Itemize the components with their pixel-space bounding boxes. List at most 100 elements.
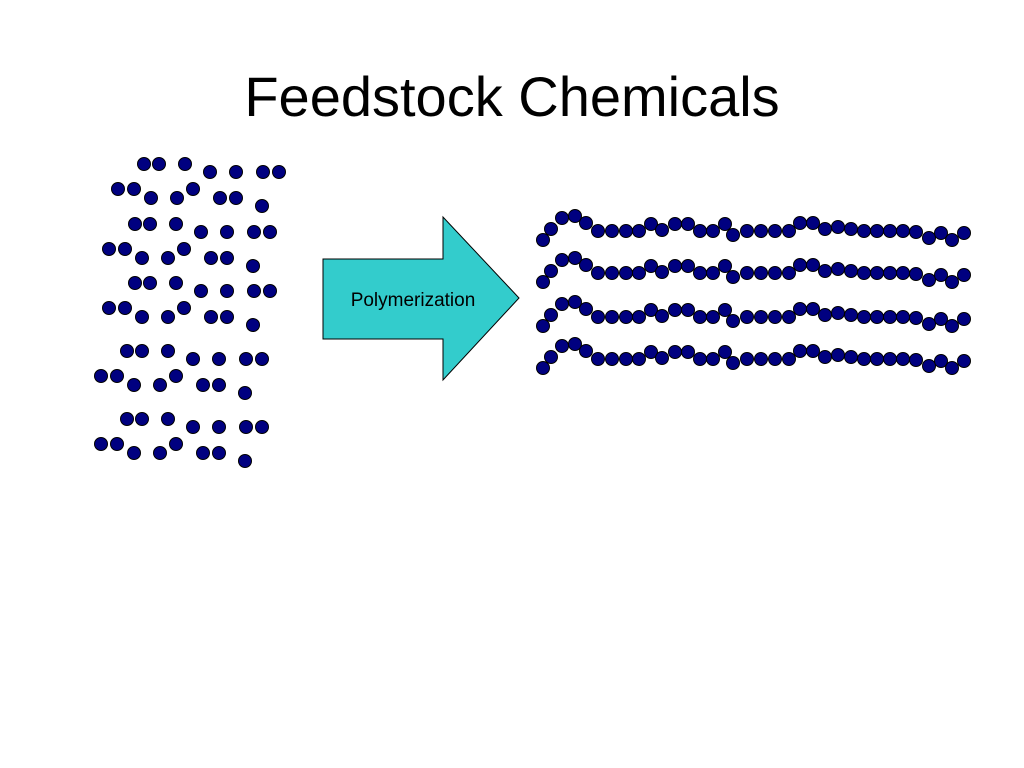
monomer-cluster [94, 344, 269, 400]
polymer-bead [619, 224, 633, 238]
polymer-bead [579, 258, 593, 272]
arrow-shape [322, 215, 520, 382]
polymer-bead [806, 258, 820, 272]
polymer-chain [536, 251, 971, 289]
polymer-bead [793, 216, 807, 230]
polymer-bead [740, 352, 754, 366]
monomer [127, 182, 141, 196]
monomer [255, 352, 269, 366]
monomer [247, 284, 261, 298]
monomer [213, 191, 227, 205]
monomer [177, 301, 191, 315]
polymer-bead [668, 303, 682, 317]
monomer [255, 199, 269, 213]
polymer-bead [844, 308, 858, 322]
monomer [238, 454, 252, 468]
monomer [204, 310, 218, 324]
monomer [247, 225, 261, 239]
polymer-bead [782, 310, 796, 324]
polymer-bead [655, 351, 669, 365]
monomer [161, 412, 175, 426]
monomer [127, 446, 141, 460]
polymer-bead [536, 233, 550, 247]
polymer-bead [870, 266, 884, 280]
monomer-cloud [94, 157, 286, 468]
monomer [204, 251, 218, 265]
polymer-bead [945, 361, 959, 375]
monomer [102, 301, 116, 315]
polymer-bead [591, 310, 605, 324]
monomer [152, 157, 166, 171]
monomer [135, 310, 149, 324]
polymer-bead [668, 217, 682, 231]
monomer [128, 276, 142, 290]
monomer [127, 378, 141, 392]
polymer-bead [896, 224, 910, 238]
monomer [256, 165, 270, 179]
polymer-bead [782, 352, 796, 366]
polymer-bead [806, 344, 820, 358]
polymer-bead [857, 310, 871, 324]
polymer-bead [945, 319, 959, 333]
polymer-bead [681, 303, 695, 317]
polymer-bead [945, 275, 959, 289]
monomer [239, 420, 253, 434]
polymer-bead [536, 275, 550, 289]
polymer-bead [768, 352, 782, 366]
monomer [161, 251, 175, 265]
monomer [186, 182, 200, 196]
monomer [177, 242, 191, 256]
monomer [128, 217, 142, 231]
polymer-bead [619, 352, 633, 366]
polymer-bead [726, 314, 740, 328]
monomer [229, 191, 243, 205]
monomer [161, 344, 175, 358]
polymer-bead [726, 228, 740, 242]
polymer-bead [605, 224, 619, 238]
polymer-bead [555, 253, 569, 267]
polymer-bead [768, 310, 782, 324]
polymer-bead [818, 350, 832, 364]
polymer-bead [726, 270, 740, 284]
polymer-bead [568, 295, 582, 309]
polymer-bead [883, 266, 897, 280]
monomer [186, 420, 200, 434]
polymer-bead [681, 217, 695, 231]
monomer [135, 344, 149, 358]
monomer [161, 310, 175, 324]
monomer [220, 251, 234, 265]
monomer [118, 301, 132, 315]
monomer [102, 242, 116, 256]
polymer-bead [818, 308, 832, 322]
polymer-bead [857, 224, 871, 238]
monomer [170, 191, 184, 205]
slide-title: Feedstock Chemicals [244, 65, 780, 128]
polymer-bead [883, 224, 897, 238]
polymer-bead [831, 348, 845, 362]
monomer [110, 369, 124, 383]
monomer [94, 369, 108, 383]
monomer [263, 225, 277, 239]
polymer-bead [536, 361, 550, 375]
polymer-bead [655, 309, 669, 323]
polymer-bead [754, 310, 768, 324]
monomer [110, 437, 124, 451]
monomer [169, 369, 183, 383]
polymer-chain [536, 209, 971, 247]
polymer-bead [644, 345, 658, 359]
monomer-cluster [102, 276, 277, 332]
monomer [212, 446, 226, 460]
monomer [169, 217, 183, 231]
polymer-bead [718, 303, 732, 317]
monomer [239, 352, 253, 366]
polymer-bead [754, 352, 768, 366]
monomer [94, 437, 108, 451]
polymer-bead [957, 354, 971, 368]
polymer-bead [591, 266, 605, 280]
monomer [178, 157, 192, 171]
polymer-bead [793, 302, 807, 316]
polymer-bead [706, 310, 720, 324]
polymer-bead [806, 302, 820, 316]
polymer-bead [668, 259, 682, 273]
